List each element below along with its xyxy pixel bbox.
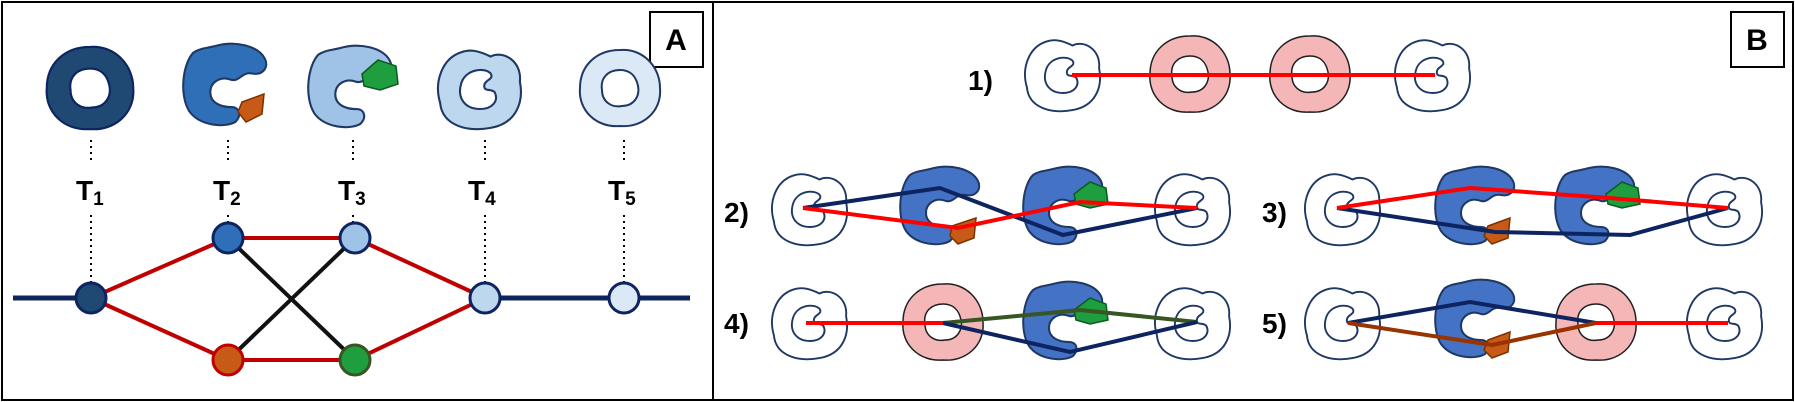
option-2: 2) [724, 165, 1231, 247]
option-4-label: 4) [724, 308, 749, 339]
option-5-label: 5) [1262, 308, 1287, 339]
option-2-label: 2) [724, 197, 749, 228]
node-t5 [607, 281, 641, 315]
option-3-path-red [1336, 185, 1729, 210]
option-5-path-brown [1347, 321, 1597, 348]
panel-a: A T1 T2 T3 T4 T5 [13, 11, 704, 377]
option-2-fragment-orange [949, 216, 977, 245]
node-t4 [468, 281, 502, 315]
timepoint-label-1: T1 [76, 175, 104, 210]
option-3: 3) [1262, 165, 1763, 247]
timepoint-label-3: T3 [338, 175, 366, 210]
option-1-label: 1) [968, 65, 993, 96]
cross-edges [226, 236, 357, 362]
panel-b-letter-box [1730, 11, 1785, 68]
option-5: 5) [1262, 278, 1763, 361]
timepoint-label-4: T4 [468, 175, 496, 210]
node-t2-orange [211, 343, 245, 377]
red-edges [90, 236, 486, 362]
cell-t5 [578, 48, 662, 128]
timepoint-label-2: T2 [213, 175, 241, 210]
fragment-t2-orange [237, 92, 265, 123]
option-1: 1) [968, 35, 1471, 113]
timepoint-label-5: T5 [608, 175, 636, 210]
cell-label-connectors [90, 140, 625, 160]
panel-b-letter: B [1746, 24, 1768, 57]
option-3-path-navy [1336, 206, 1729, 238]
fragment-t3-green [361, 59, 399, 91]
panel-a-letter-box [649, 11, 704, 68]
panel-b: B 1) 2) 3) [724, 11, 1785, 361]
option-2-path-navy [802, 185, 1198, 238]
node-t2-blue [211, 221, 245, 255]
option-5-path-navy [1347, 299, 1597, 325]
option-3-label: 3) [1262, 197, 1287, 228]
option-5-cell-1 [1304, 287, 1381, 361]
node-t3-green [338, 343, 372, 377]
option-4-path-navy [942, 320, 1198, 355]
option-4: 4) [724, 280, 1231, 361]
option-2-path-red [802, 199, 1198, 231]
cell-t4 [436, 49, 522, 131]
node-t1 [74, 281, 108, 315]
option-4-path-olive [942, 307, 1198, 325]
cell-t1 [45, 45, 135, 131]
node-t3-blue [338, 221, 372, 255]
panel-a-letter: A [665, 24, 687, 57]
